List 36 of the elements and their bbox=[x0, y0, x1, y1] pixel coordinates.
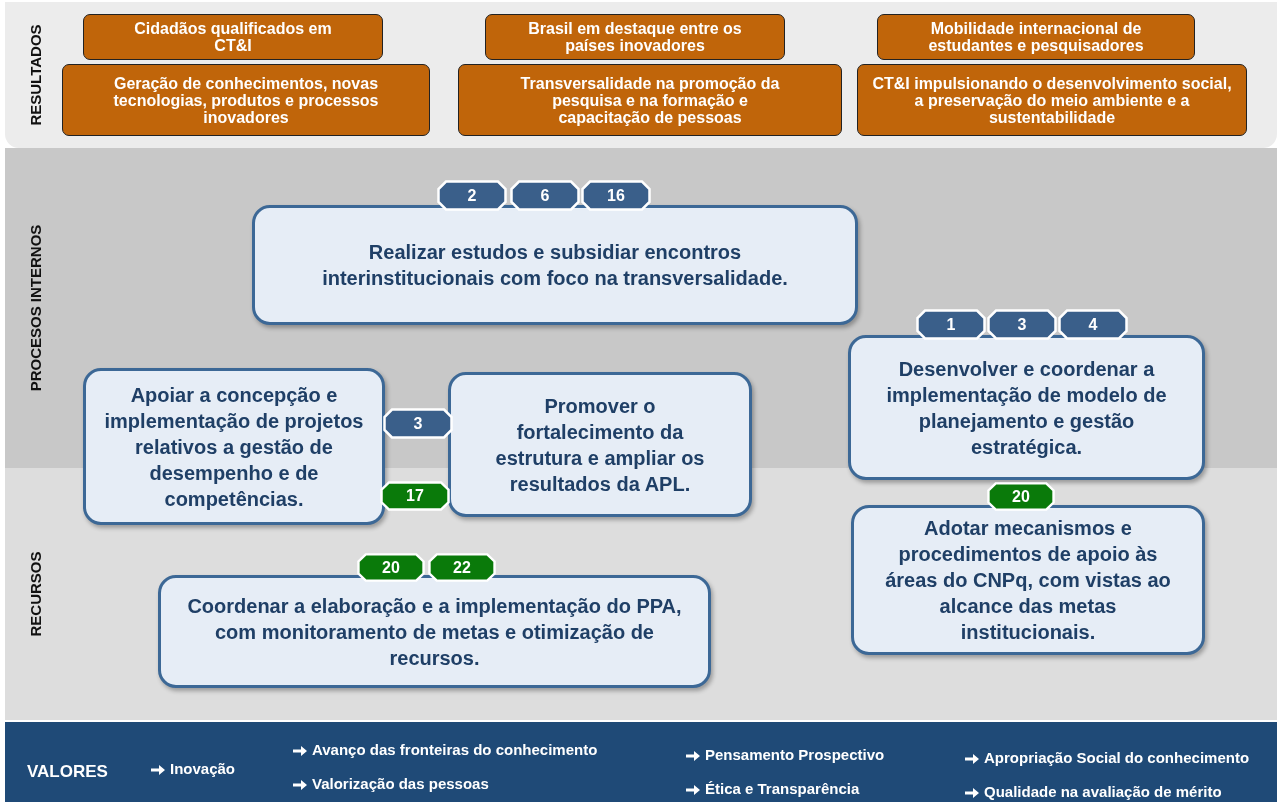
outcome-box: Cidadãos qualificados em CT&I bbox=[83, 14, 383, 60]
number-tag: 1 bbox=[916, 309, 986, 340]
section-label: VALORES bbox=[27, 762, 108, 782]
number-tag: 17 bbox=[380, 481, 450, 511]
outcome-box: Geração de conhecimentos, novas tecnologias, produtos e processos inovadores bbox=[62, 64, 430, 136]
objective-box: Adotar mecanismos e procedimentos de apoio às áreas do CNPq, com vistas ao alcance das metas institucionais. bbox=[851, 505, 1205, 655]
number-tag: 20 bbox=[357, 553, 425, 582]
number-tag: 4 bbox=[1058, 309, 1128, 340]
value-item: Valorização das pessoas bbox=[312, 775, 489, 792]
band-background bbox=[5, 722, 1277, 802]
value-item: Pensamento Prospectivo bbox=[705, 746, 885, 763]
outcome-box: CT&I impulsionando o desenvolvimento social, a preservação do meio ambiente e a sustentabilidade bbox=[857, 64, 1247, 136]
number-tag: 20 bbox=[987, 482, 1055, 511]
number-tag: 2 bbox=[437, 180, 507, 211]
objective-box: Promover o fortalecimento da estrutura e ampliar os resultados da APL. bbox=[448, 372, 752, 517]
number-tag: 3 bbox=[383, 408, 453, 439]
section-label: RECURSOS bbox=[27, 551, 44, 637]
band-background bbox=[5, 2, 1277, 148]
section-label: PROCESOS INTERNOS bbox=[27, 224, 44, 392]
value-item: Avanço das fronteiras do conhecimento bbox=[312, 741, 598, 758]
value-item: Apropriação Social do conhecimento bbox=[984, 749, 1250, 766]
number-tag: 22 bbox=[428, 553, 496, 582]
number-tag: 16 bbox=[581, 180, 651, 211]
section-label: RESULTADOS bbox=[27, 24, 44, 126]
number-tag: 6 bbox=[510, 180, 580, 211]
objective-box: Coordenar a elaboração e a implementação do PPA, com monitoramento de metas e otimização de recursos. bbox=[158, 575, 711, 688]
value-item: Inovação bbox=[170, 760, 236, 777]
value-item: Qualidade na avaliação de mérito bbox=[984, 783, 1222, 800]
outcome-box: Brasil em destaque entre os países inovadores bbox=[485, 14, 785, 60]
value-item: Ética e Transparência bbox=[705, 780, 860, 797]
outcome-box: Mobilidade internacional de estudantes e pesquisadores bbox=[877, 14, 1195, 60]
outcome-box: Transversalidade na promoção da pesquisa e na formação e capacitação de pessoas bbox=[458, 64, 842, 136]
objective-box: Realizar estudos e subsidiar encontros interinstitucionais com foco na transversalidade. bbox=[252, 205, 858, 325]
number-tag: 3 bbox=[987, 309, 1057, 340]
objective-box: Desenvolver e coordenar a implementação de modelo de planejamento e gestão estratégica. bbox=[848, 335, 1205, 480]
objective-box: Apoiar a concepção e implementação de projetos relativos a gestão de desempenho e de competências. bbox=[83, 368, 385, 525]
